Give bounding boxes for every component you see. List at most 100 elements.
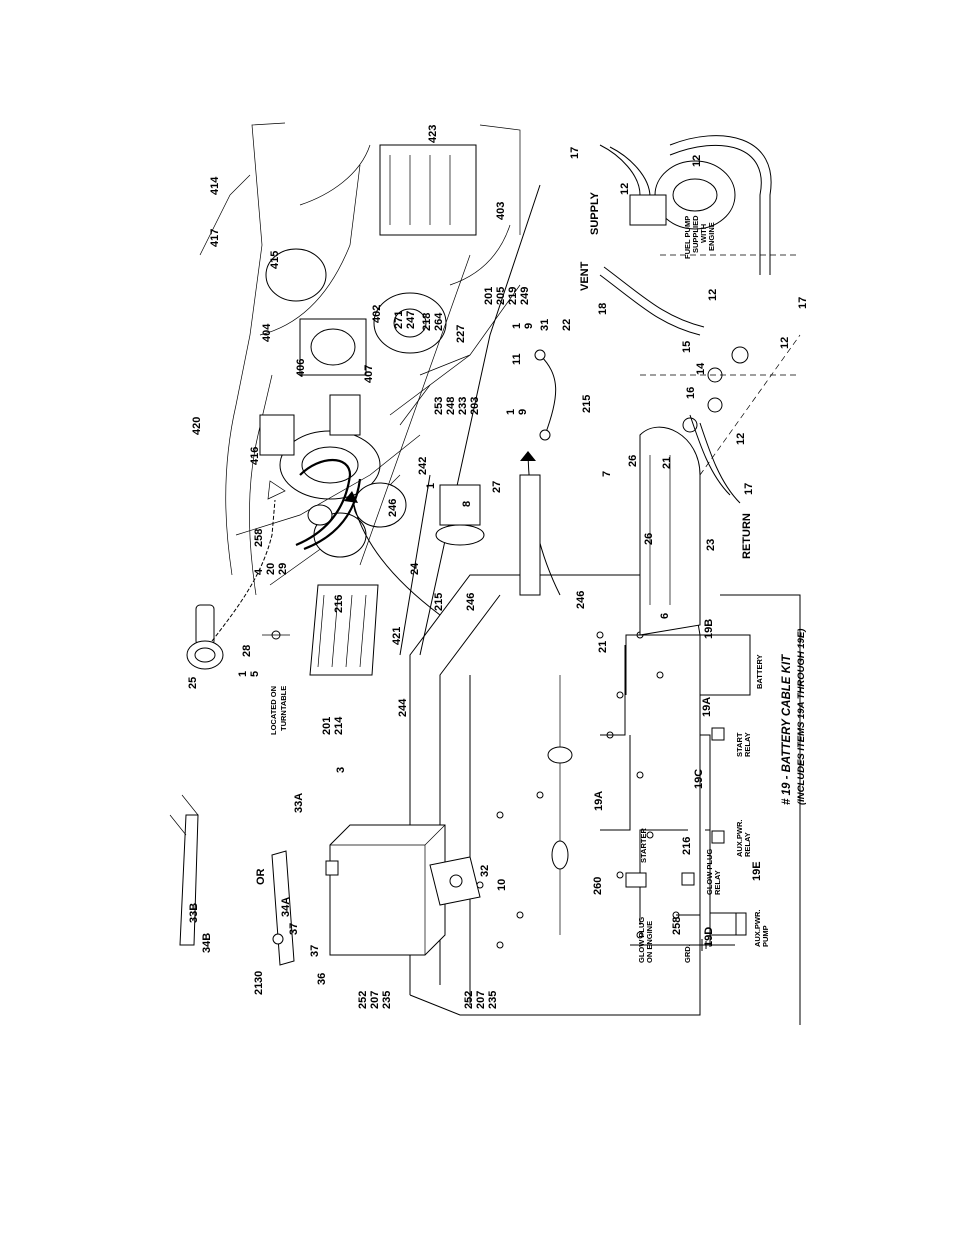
part-label: 10 xyxy=(496,879,508,891)
part-label: 12 xyxy=(691,155,703,167)
callout-30: 30 xyxy=(253,971,265,983)
part-label: 3 xyxy=(335,767,347,773)
schematic-item-258: 258 xyxy=(671,917,683,935)
part-label: 242 xyxy=(417,457,429,475)
part-label: 415 xyxy=(269,251,281,269)
part-label: 21 xyxy=(661,457,673,469)
cable-19B: 19B xyxy=(703,619,715,639)
part-label: 34B xyxy=(201,933,213,953)
part-label: 12 xyxy=(779,337,791,349)
part-label: 33A xyxy=(293,793,305,813)
part-label: 17 xyxy=(743,483,755,495)
callout-20: 20 xyxy=(265,563,277,575)
part-label: 14 xyxy=(695,362,707,375)
part-label: 17 xyxy=(569,147,581,159)
part-label: 8 xyxy=(461,501,473,507)
cable-19D: 19D xyxy=(703,927,715,947)
part-label: 258 xyxy=(253,529,265,547)
callout-1c: 1 xyxy=(505,409,517,415)
callout-31: 31 xyxy=(539,319,551,331)
callout-248: 248 xyxy=(445,397,457,415)
wiring-schematic xyxy=(600,594,801,1025)
part-label: 18 xyxy=(597,303,609,315)
part-label: 403 xyxy=(495,202,507,220)
part-label: 27 xyxy=(491,481,503,493)
callout-207a: 207 xyxy=(369,991,381,1009)
part-label: 216 xyxy=(333,595,345,613)
callout-1b: 1 xyxy=(425,483,437,489)
part-label: 402 xyxy=(371,305,383,323)
part-label: 16 xyxy=(685,387,697,399)
callout-22: 22 xyxy=(561,319,573,331)
aux-pump-label-1: AUX.PWR. xyxy=(753,910,762,948)
callout-29: 29 xyxy=(277,563,289,575)
part-label: 24 xyxy=(409,562,421,575)
callout-252b: 252 xyxy=(463,991,475,1009)
part-label: 421 xyxy=(391,627,403,645)
callout-205: 205 xyxy=(495,287,507,305)
fuel-pump-label-1: FUEL PUMP xyxy=(683,216,692,259)
schematic-item-216: 216 xyxy=(681,837,693,855)
glow-plug-engine-label-2: ON ENGINE xyxy=(645,921,654,963)
kit-note-prefix: (INCLUDES ITEMS xyxy=(796,721,807,805)
part-label: 12 xyxy=(707,289,719,301)
part-label: 416 xyxy=(249,447,261,465)
kit-title: # 19 - BATTERY CABLE KIT xyxy=(781,654,793,805)
part-label: 32 xyxy=(479,865,491,877)
callout-271: 271 xyxy=(393,311,405,329)
part-label: 34A xyxy=(280,897,292,917)
part-label: 246 xyxy=(387,499,399,517)
part-label: 215 xyxy=(581,395,593,413)
part-label: 37 xyxy=(309,945,321,957)
pin-and-chain xyxy=(186,480,286,670)
part-label: 246 xyxy=(575,591,587,609)
turntable-label-2: TURNTABLE xyxy=(279,686,288,731)
callout-233: 233 xyxy=(457,397,469,415)
start-relay-label-2: RELAY xyxy=(743,732,752,757)
part-label: 246 xyxy=(465,593,477,611)
callout-201: 201 xyxy=(321,717,333,735)
battery-label: BATTERY xyxy=(755,654,764,689)
callout-214: 214 xyxy=(333,716,345,735)
ground-label: GRD. xyxy=(683,944,692,963)
aux-relay-label-1: AUX.PWR. xyxy=(735,820,744,858)
glow-plug-engine-label-1: GLOW PLUG xyxy=(637,917,646,963)
cable-19C: 19C xyxy=(693,769,705,789)
cable-19E: 19E xyxy=(751,861,763,881)
callout-203: 203 xyxy=(469,397,481,415)
part-label: 33B xyxy=(188,903,200,923)
callout-9b: 9 xyxy=(523,323,535,329)
part-label: 21 xyxy=(597,641,609,653)
part-label: 244 xyxy=(397,698,409,717)
part-label: 260 xyxy=(592,877,604,895)
part-label: 36 xyxy=(316,973,328,985)
return-label: RETURN xyxy=(741,513,753,559)
callout-253: 253 xyxy=(433,397,445,415)
supply-label: SUPPLY xyxy=(589,191,601,235)
aux-relay-label-2: RELAY xyxy=(743,832,752,857)
callout-252a: 252 xyxy=(357,991,369,1009)
callout-219: 219 xyxy=(507,287,519,305)
callout-218: 218 xyxy=(421,313,433,331)
part-label: 420 xyxy=(191,417,203,435)
callout-21: 21 xyxy=(253,983,265,995)
callout-235a: 235 xyxy=(381,991,393,1009)
cable-19A-top: 19A xyxy=(593,791,605,811)
starter-label: STARTER xyxy=(639,828,648,863)
part-label: 407 xyxy=(363,365,375,383)
fuel-pump-label-2: SUPPLIED xyxy=(691,215,700,253)
part-label: 23 xyxy=(705,539,717,551)
callout-5: 5 xyxy=(249,671,261,677)
callout-264: 264 xyxy=(433,312,445,331)
callout-1d: 1 xyxy=(511,323,523,329)
callout-249: 249 xyxy=(519,287,531,305)
callout-227: 227 xyxy=(455,325,467,343)
part-label: 215 xyxy=(433,593,445,611)
part-label: 6 xyxy=(659,613,671,619)
part-label: 37 xyxy=(288,923,300,935)
part-label: 414 xyxy=(209,176,221,195)
callout-4: 4 xyxy=(253,568,265,575)
kit-note-range: 19A THROUGH 19E) xyxy=(796,629,807,719)
